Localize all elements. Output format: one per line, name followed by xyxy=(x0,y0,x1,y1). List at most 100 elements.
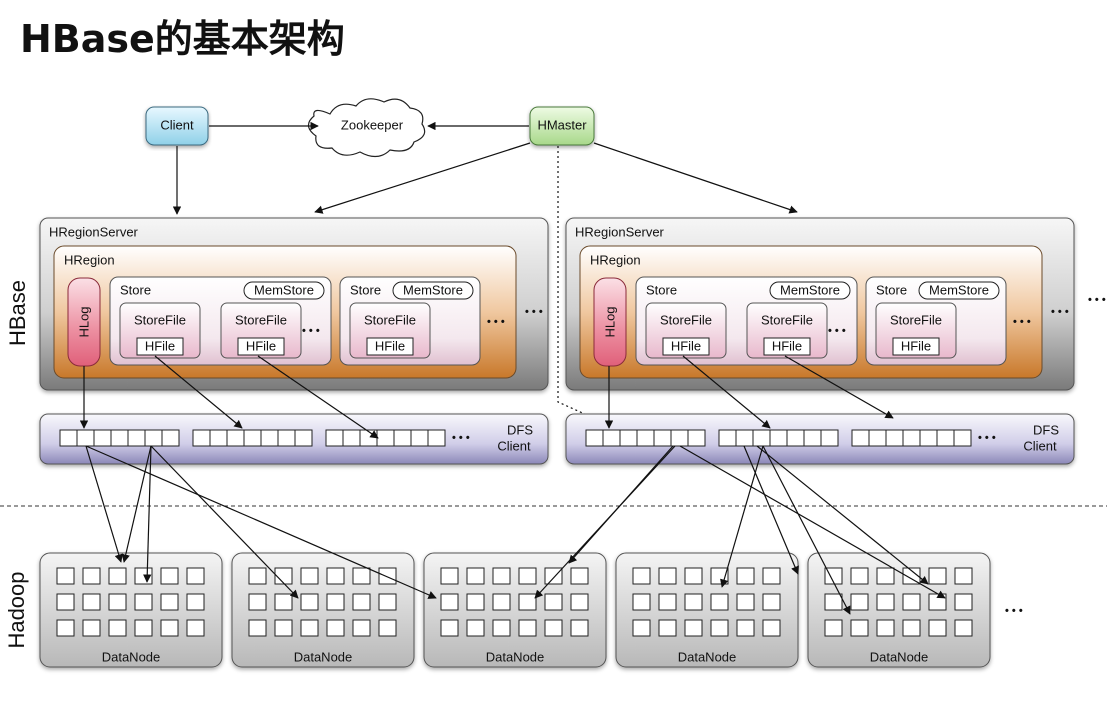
block-cell xyxy=(274,567,293,585)
block-cell xyxy=(466,619,485,637)
datanode-label: DataNode xyxy=(870,649,929,664)
block-cell xyxy=(326,619,345,637)
block-cell xyxy=(876,593,895,611)
block-cell xyxy=(684,619,703,637)
hmaster-to-regionserver-left-arrow xyxy=(314,142,531,214)
data-flow-arrow-13 xyxy=(568,445,674,564)
block-cell xyxy=(161,429,180,447)
block-cell xyxy=(544,567,563,585)
block-cell xyxy=(93,429,112,447)
block-cell xyxy=(144,429,163,447)
block-cell xyxy=(108,619,127,637)
store-label: Store xyxy=(350,282,381,297)
block-cell xyxy=(653,429,672,447)
hfile-label: HFile xyxy=(772,338,802,353)
block-cell xyxy=(518,567,537,585)
block-cell xyxy=(585,429,604,447)
block-cell xyxy=(352,567,371,585)
block-cell xyxy=(427,429,446,447)
block-cell xyxy=(492,619,511,637)
block-cell xyxy=(274,619,293,637)
block-cell xyxy=(410,429,429,447)
block-cell xyxy=(936,429,955,447)
block-cell xyxy=(59,429,78,447)
block-cell xyxy=(492,593,511,611)
store-label: Store xyxy=(646,282,677,297)
hfile-box xyxy=(892,337,940,356)
block-cell xyxy=(687,429,706,447)
block-cell xyxy=(735,429,754,447)
hfile-box xyxy=(366,337,414,356)
block-cell xyxy=(56,593,75,611)
data-flow-arrow-11 xyxy=(121,445,152,563)
block-cell xyxy=(769,429,788,447)
block-cell xyxy=(752,429,771,447)
memstore-pill xyxy=(392,281,474,300)
memstore-label: MemStore xyxy=(929,282,989,297)
hregion-label: HRegion xyxy=(590,252,641,267)
block-cell xyxy=(352,619,371,637)
block-cell xyxy=(762,593,781,611)
block-cell xyxy=(466,567,485,585)
block-cell xyxy=(544,593,563,611)
store-label: Store xyxy=(876,282,907,297)
dfs-label-line1: DFS xyxy=(1033,422,1059,437)
block-cell xyxy=(300,593,319,611)
block-cell xyxy=(186,619,205,637)
data-flow-arrow-7 xyxy=(85,445,123,563)
page-title: HBase的基本架构 xyxy=(20,17,345,61)
storefile-label: StoreFile xyxy=(660,312,712,327)
block-cell xyxy=(632,593,651,611)
datanode-label: DataNode xyxy=(294,649,353,664)
block-cell xyxy=(670,429,689,447)
block-cell xyxy=(440,619,459,637)
block-cell xyxy=(110,429,129,447)
block-cell xyxy=(82,593,101,611)
block-cell xyxy=(108,567,127,585)
zookeeper-label: Zookeeper xyxy=(341,117,404,132)
data-flow-arrow-18 xyxy=(756,445,929,585)
block-cell xyxy=(619,429,638,447)
client-label: Client xyxy=(160,117,194,132)
memstore-pill xyxy=(769,281,851,300)
block-cell xyxy=(544,619,563,637)
hfile-box xyxy=(136,337,184,356)
data-flow-arrow-9 xyxy=(143,445,152,583)
block-cell xyxy=(868,429,887,447)
block-cell xyxy=(76,429,95,447)
block-cell xyxy=(160,567,179,585)
block-cell xyxy=(243,429,262,447)
block-cell xyxy=(393,429,412,447)
block-cell xyxy=(378,619,397,637)
block-cell xyxy=(850,567,869,585)
block-cell xyxy=(824,593,843,611)
dfs-label-line1: DFS xyxy=(507,422,533,437)
store-label: Store xyxy=(120,282,151,297)
memstore-label: MemStore xyxy=(403,282,463,297)
client-node xyxy=(145,106,209,146)
block-cell xyxy=(602,429,621,447)
region-server-label: HRegionServer xyxy=(49,224,139,239)
hmaster-to-regionserver-right-arrow xyxy=(593,142,798,214)
block-cell xyxy=(953,429,972,447)
block-cell xyxy=(820,429,839,447)
block-cell xyxy=(710,619,729,637)
data-flow-arrow-17 xyxy=(679,445,946,599)
hlog-label: HLog xyxy=(602,306,617,337)
hfile-label: HFile xyxy=(671,338,701,353)
block-cell xyxy=(440,593,459,611)
block-cell xyxy=(570,567,589,585)
block-cell xyxy=(902,619,921,637)
store-more-dots: • • • xyxy=(487,316,505,328)
data-flow-arrow-8 xyxy=(85,445,437,599)
data-flow-arrow-10 xyxy=(150,445,299,599)
block-cell xyxy=(342,429,361,447)
block-cell xyxy=(928,567,947,585)
hfile-label: HFile xyxy=(375,338,405,353)
regionserver-more-dots: • • • xyxy=(1088,294,1106,306)
block-cell xyxy=(378,567,397,585)
store-more-dots: • • • xyxy=(1013,316,1031,328)
